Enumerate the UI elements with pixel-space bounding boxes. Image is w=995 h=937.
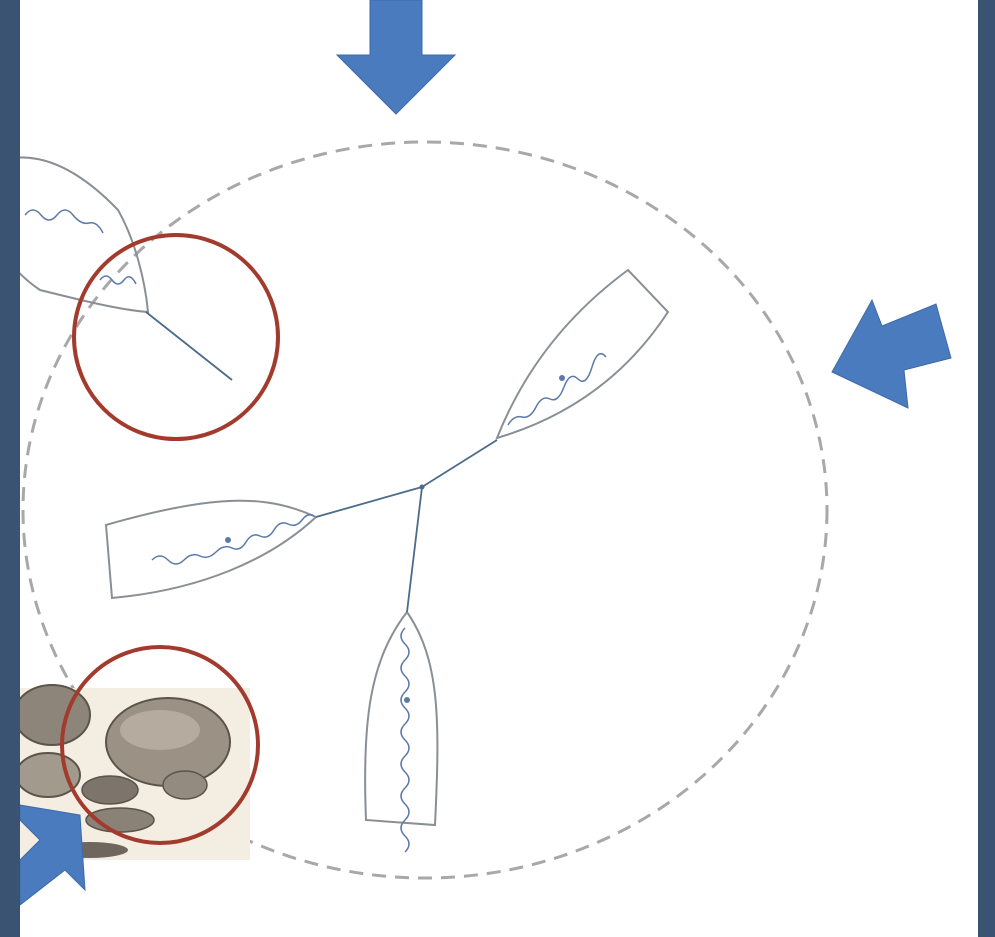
sailboat-hull-icon: [365, 612, 437, 852]
anchor-rodes: [316, 440, 497, 612]
anchor-rode-1: [146, 312, 232, 380]
anchor-point: [420, 485, 425, 490]
wind-arrow-icon: [832, 300, 951, 408]
sailboat-hull-icon: [0, 157, 148, 312]
sailboat-hull-icon: [106, 501, 316, 598]
wind-arrow-icon: [337, 0, 455, 114]
wind-arrow-icon: [20, 805, 85, 905]
sailboat-hull-icon: [497, 270, 668, 438]
hazard-ring-boat: [74, 235, 278, 439]
